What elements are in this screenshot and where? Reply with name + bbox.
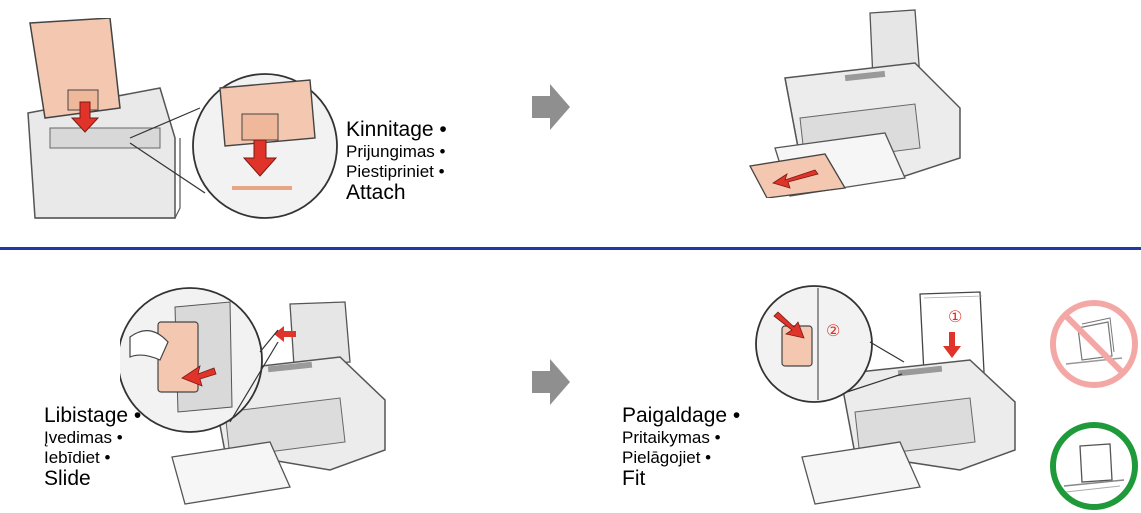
fit-printer-illustration: ① ②: [755, 285, 1016, 505]
slide-line-2: Įvedimas •: [44, 428, 123, 448]
printer-tray-illustration: [748, 9, 961, 198]
fit-line-4: Fit: [622, 467, 646, 491]
step-attach-label: Kinnitage • Prijungimas • Piestipriniet …: [346, 118, 447, 205]
attach-printer-illustration: [27, 18, 338, 219]
prohibited-icon: [1050, 300, 1138, 388]
fit-line-2: Pritaikymas •: [622, 428, 721, 448]
attach-line-4: Attach: [346, 181, 406, 205]
slide-line-1: Libistage •: [44, 404, 142, 427]
guide-marker-2: ②: [826, 321, 840, 340]
arrow-right-icon: [532, 359, 570, 405]
section-divider: [0, 247, 1141, 250]
step-slide-label: Libistage • Įvedimas • Iebīdiet • Slide: [44, 404, 141, 491]
attach-line-2: Prijungimas •: [346, 142, 446, 162]
approved-icon: [1050, 422, 1138, 510]
arrow-right-icon: [532, 84, 570, 130]
slide-line-3: Iebīdiet •: [44, 447, 111, 467]
paper-marker-1: ①: [948, 307, 962, 326]
attach-line-3: Piestipriniet •: [346, 161, 445, 181]
slide-printer-illustration: [120, 287, 386, 505]
step-fit-label: Paigaldage • Pritaikymas • Pielāgojiet •…: [622, 404, 740, 491]
fit-line-1: Paigaldage •: [622, 404, 741, 427]
slide-line-4: Slide: [44, 467, 91, 491]
fit-line-3: Pielāgojiet •: [622, 447, 712, 467]
attach-line-1: Kinnitage •: [346, 118, 447, 141]
